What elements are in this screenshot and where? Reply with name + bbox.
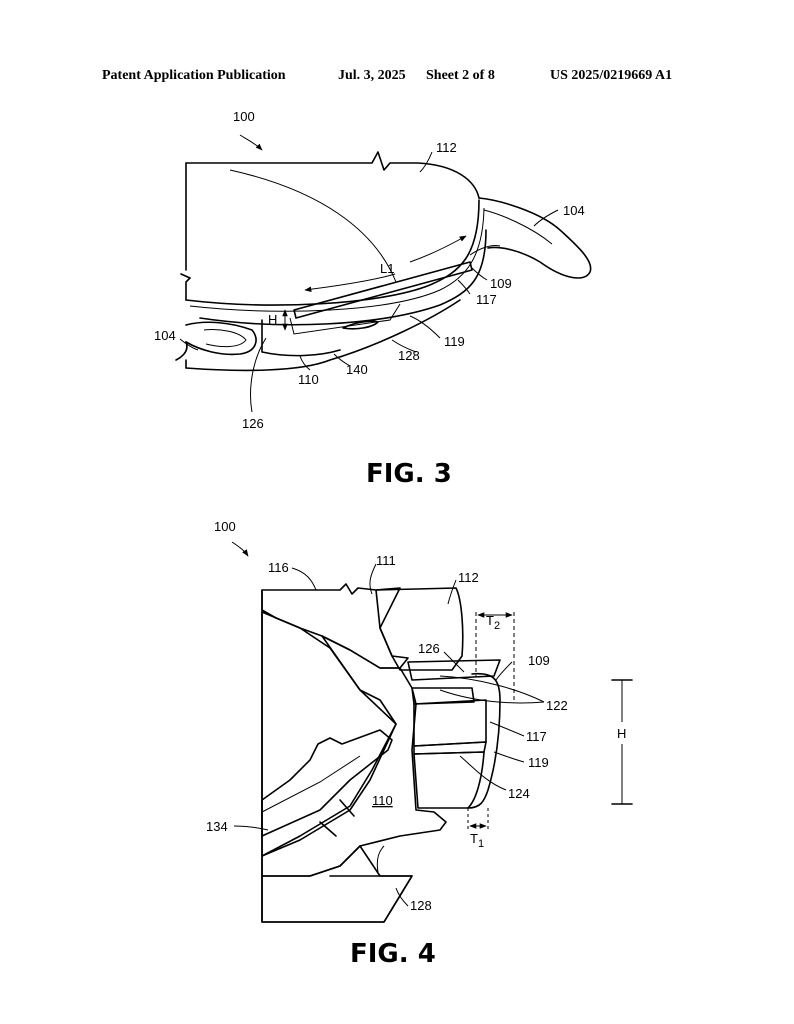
publication-title: Patent Application Publication — [102, 68, 286, 83]
fig4-T1-letter: T — [470, 831, 478, 846]
fig4-ref-111: 111 — [376, 553, 396, 568]
fig3-ref-104-right: 104 — [563, 203, 585, 218]
fig3-ref-110: 110 — [298, 372, 319, 387]
fig3-ref-126: 126 — [242, 416, 264, 431]
fig3-ref-109: 109 — [490, 276, 512, 291]
fig3-ref-H: H — [268, 312, 277, 327]
fig4-ref-126: 126 — [418, 641, 440, 656]
fig4-ref-T2: T2 — [486, 613, 500, 632]
fig4-ref-128: 128 — [410, 898, 432, 913]
fig4-ref-100: 100 — [214, 519, 236, 534]
fig4-ref-H: H — [617, 726, 626, 741]
publication-number: US 2025/0219669 A1 — [550, 68, 673, 83]
fig4-ref-124: 124 — [508, 786, 530, 801]
fig3-ref-117: 117 — [476, 292, 497, 307]
fig4-ref-116: 116 — [268, 560, 289, 575]
figure-4: 100 116 111 112 T2 126 109 122 117 H 119… — [206, 519, 633, 969]
page-header: Patent Application Publication Jul. 3, 2… — [0, 68, 794, 88]
fig4-ref-T1: T1 — [470, 831, 484, 850]
fig3-ref-L1: L1 — [380, 261, 394, 276]
sheet-number: Sheet 2 of 8 — [426, 68, 495, 83]
fig4-caption: FIG. 4 — [350, 939, 436, 969]
fig4-T1-subscript: 1 — [478, 838, 484, 850]
fig3-ref-140: 140 — [346, 362, 368, 377]
fig4-T2-letter: T — [486, 613, 494, 628]
fig4-ref-122: 122 — [546, 698, 568, 713]
fig3-ref-100: 100 — [233, 109, 255, 124]
fig4-ref-110: 110 — [372, 793, 393, 808]
fig4-ref-134: 134 — [206, 819, 228, 834]
fig4-ref-109: 109 — [528, 653, 550, 668]
fig3-ref-112: 112 — [436, 140, 457, 155]
fig4-T2-subscript: 2 — [494, 620, 500, 632]
fig3-caption: FIG. 3 — [366, 459, 452, 489]
fig4-ref-117: 117 — [526, 729, 547, 744]
fig3-ref-104-left: 104 — [154, 328, 176, 343]
fig4-ref-119: 119 — [528, 755, 549, 770]
fig4-ref-112: 112 — [458, 570, 479, 585]
publication-date: Jul. 3, 2025 — [338, 68, 406, 83]
fig3-ref-119: 119 — [444, 334, 465, 349]
fig3-ref-128: 128 — [398, 348, 420, 363]
figure-3: 100 112 104 L1 109 117 H 119 104 128 140… — [154, 109, 592, 489]
